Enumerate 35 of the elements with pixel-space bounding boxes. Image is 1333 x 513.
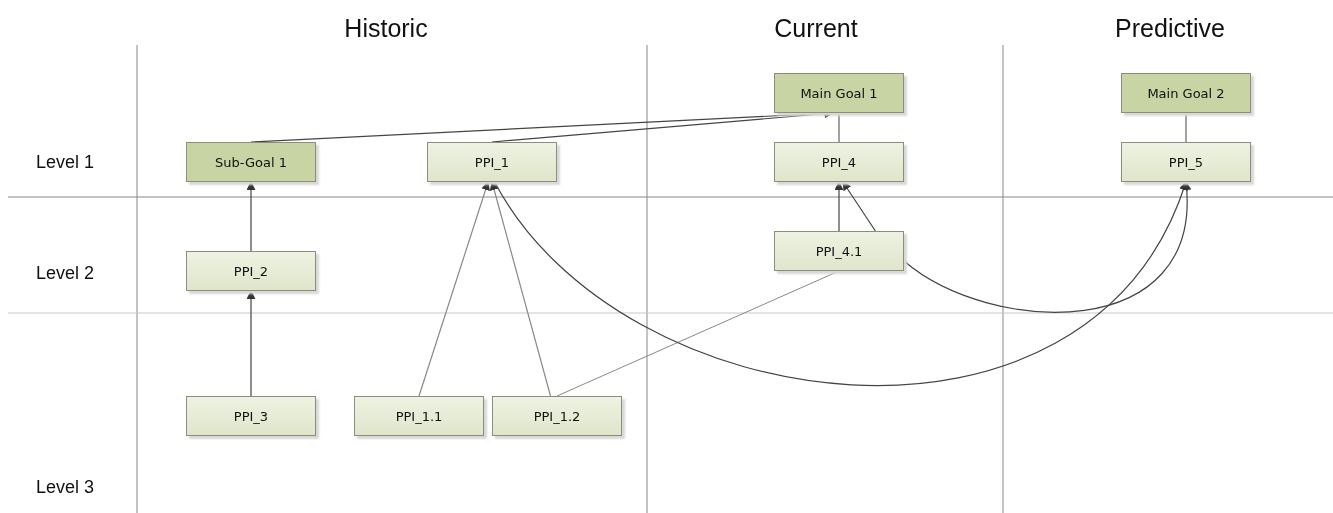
process-box [186, 396, 316, 436]
arrow [489, 181, 552, 397]
node-label: PPI_5 [1168, 154, 1204, 170]
node-label: PPI_1.2 [533, 408, 581, 424]
node-label: PPI_4 [821, 154, 857, 170]
node-label: PPI_4.1 [815, 243, 863, 259]
row-label: Level 2 [36, 262, 94, 284]
node-label: PPI_1.1 [395, 408, 443, 424]
arrow [903, 181, 1191, 313]
process-box [186, 251, 316, 291]
arrow [834, 181, 844, 232]
node-label: PPI_2 [233, 263, 269, 279]
process-box [186, 142, 316, 182]
process-box [492, 396, 622, 436]
node-label: Main Goal 2 [1147, 85, 1225, 101]
process-box [354, 396, 484, 436]
node-label: PPI_3 [233, 408, 269, 424]
column-heading: Predictive [1115, 13, 1225, 43]
process-box [1121, 142, 1251, 182]
row-label: Level 3 [36, 476, 94, 498]
process-box [427, 142, 557, 182]
node-label: Main Goal 1 [800, 85, 878, 101]
arrow [246, 290, 256, 397]
column-heading: Current [774, 13, 858, 43]
node-label: Sub-Goal 1 [215, 154, 287, 170]
process-box [774, 231, 904, 271]
process-box [774, 73, 904, 113]
column-heading: Historic [344, 13, 428, 43]
row-label: Level 1 [36, 151, 94, 173]
process-box [774, 142, 904, 182]
arrow [246, 181, 256, 252]
node-label: PPI_1 [474, 154, 510, 170]
process-box [1121, 73, 1251, 113]
arrow [418, 181, 490, 397]
arrow [842, 181, 876, 232]
